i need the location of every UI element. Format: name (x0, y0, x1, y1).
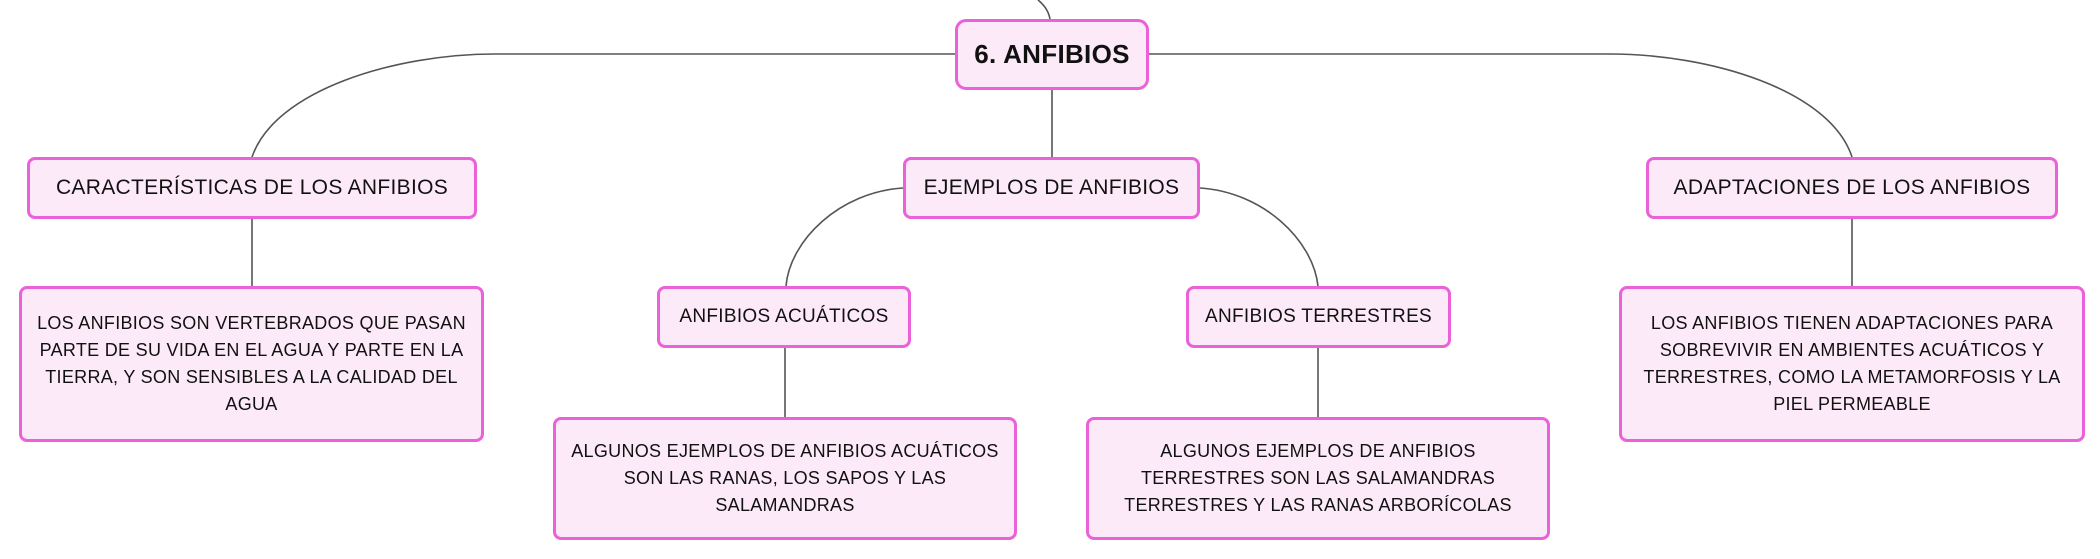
subtopic-terrestres-label: ANFIBIOS TERRESTRES (1204, 306, 1433, 327)
description-adaptaciones-text: LOS ANFIBIOS TIENEN ADAPTACIONES PARA SO… (1643, 313, 2061, 414)
root-node-label: 6. ANFIBIOS (974, 39, 1130, 69)
description-caracteristicas[interactable]: LOS ANFIBIOS SON VERTEBRADOS QUE PASAN P… (19, 286, 484, 442)
root-node[interactable]: 6. ANFIBIOS (955, 19, 1149, 90)
connector-ejemplos-to-acuaticos (785, 187, 904, 287)
connector-root-to-adaptaciones (1149, 53, 1853, 158)
description-terrestres-text: ALGUNOS EJEMPLOS DE ANFIBIOS TERRESTRES … (1124, 441, 1512, 515)
subtopic-acuaticos-label: ANFIBIOS ACUÁTICOS (679, 306, 889, 327)
topic-caracteristicas[interactable]: CARACTERÍSTICAS DE LOS ANFIBIOS (27, 157, 477, 219)
connector-root-to-caracteristicas (251, 53, 955, 158)
description-acuaticos[interactable]: ALGUNOS EJEMPLOS DE ANFIBIOS ACUÁTICOS S… (553, 417, 1017, 540)
topic-ejemplos[interactable]: EJEMPLOS DE ANFIBIOS (903, 157, 1200, 219)
description-adaptaciones[interactable]: LOS ANFIBIOS TIENEN ADAPTACIONES PARA SO… (1619, 286, 2085, 442)
subtopic-acuaticos[interactable]: ANFIBIOS ACUÁTICOS (657, 286, 911, 348)
description-terrestres[interactable]: ALGUNOS EJEMPLOS DE ANFIBIOS TERRESTRES … (1086, 417, 1550, 540)
topic-ejemplos-label: EJEMPLOS DE ANFIBIOS (923, 176, 1180, 199)
description-caracteristicas-text: LOS ANFIBIOS SON VERTEBRADOS QUE PASAN P… (37, 313, 466, 414)
connector-ejemplos-to-terrestres (1199, 187, 1319, 287)
connector-parent-to-root (1037, 0, 1051, 20)
topic-adaptaciones[interactable]: ADAPTACIONES DE LOS ANFIBIOS (1646, 157, 2058, 219)
topic-adaptaciones-label: ADAPTACIONES DE LOS ANFIBIOS (1673, 176, 2031, 199)
subtopic-terrestres[interactable]: ANFIBIOS TERRESTRES (1186, 286, 1451, 348)
topic-caracteristicas-label: CARACTERÍSTICAS DE LOS ANFIBIOS (55, 176, 449, 199)
description-acuaticos-text: ALGUNOS EJEMPLOS DE ANFIBIOS ACUÁTICOS S… (571, 441, 999, 515)
